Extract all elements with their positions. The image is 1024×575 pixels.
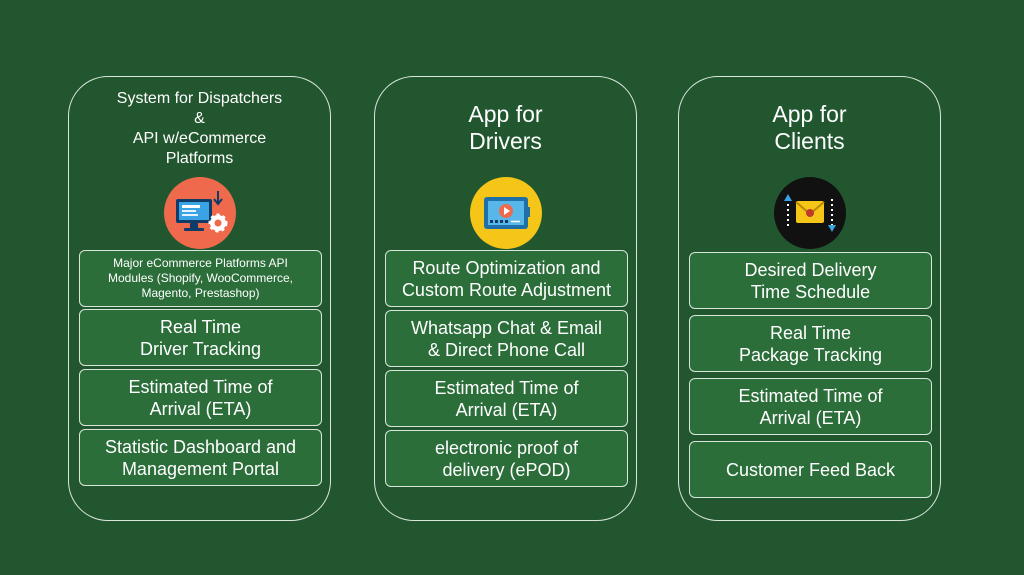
feature-dashboard-portal: Statistic Dashboard and Management Porta… bbox=[79, 429, 322, 486]
feature-epod: electronic proof of delivery (ePOD) bbox=[385, 430, 628, 487]
feature-eta: Estimated Time of Arrival (ETA) bbox=[79, 369, 322, 426]
feature-delivery-schedule: Desired Delivery Time Schedule bbox=[689, 252, 932, 309]
column-title: App for Drivers bbox=[468, 101, 543, 154]
tablet-play-icon bbox=[469, 177, 542, 249]
envelope-arrows-icon bbox=[773, 177, 846, 249]
column-title: App for Clients bbox=[772, 101, 847, 154]
column-clients: App for Clients Desired Delivery Time Sc… bbox=[678, 76, 941, 521]
feature-driver-tracking: Real Time Driver Tracking bbox=[79, 309, 322, 366]
monitor-gear-icon bbox=[163, 177, 236, 249]
feature-ecommerce-api-modules: Major eCommerce Platforms API Modules (S… bbox=[79, 250, 322, 307]
feature-eta: Estimated Time of Arrival (ETA) bbox=[385, 370, 628, 427]
feature-eta: Estimated Time of Arrival (ETA) bbox=[689, 378, 932, 435]
column-drivers: App for Drivers Route Optimization and C… bbox=[374, 76, 637, 521]
feature-package-tracking: Real Time Package Tracking bbox=[689, 315, 932, 372]
feature-customer-feedback: Customer Feed Back bbox=[689, 441, 932, 498]
column-dispatchers: System for Dispatchers & API w/eCommerce… bbox=[68, 76, 331, 521]
column-title: System for Dispatchers & API w/eCommerce… bbox=[116, 90, 283, 167]
feature-chat-email-call: Whatsapp Chat & Email & Direct Phone Cal… bbox=[385, 310, 628, 367]
feature-route-optimization: Route Optimization and Custom Route Adju… bbox=[385, 250, 628, 307]
